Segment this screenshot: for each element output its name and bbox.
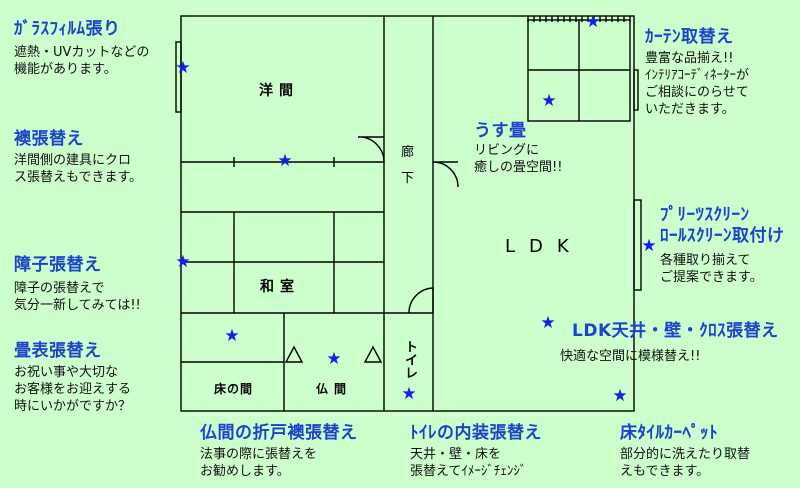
callout-title-tatami: 畳表張替え bbox=[14, 341, 102, 361]
callout-desc-floor-tile: 部分的に洗えたり取替 えもできます。 bbox=[620, 447, 751, 479]
callout-desc-ldk: 快適な空間に模様替え!! bbox=[560, 349, 701, 364]
room-label-yoma: 洋間 bbox=[259, 83, 299, 99]
star-icon: ★ bbox=[326, 349, 342, 369]
star-icon: ★ bbox=[540, 313, 556, 333]
callout-desc-glass-film: 遮熱・UVカットなどの 機能があります。 bbox=[14, 45, 150, 77]
callout-desc-usu-tatami: リビングに 癒しの畳空間!! bbox=[474, 143, 563, 175]
callout-title-floor-tile: 床ﾀｲﾙｶｰﾍﾟｯﾄ bbox=[620, 423, 718, 443]
star-icon: ★ bbox=[541, 91, 557, 111]
room-label-toilet: トイレ bbox=[402, 340, 417, 379]
star-icon: ★ bbox=[641, 236, 657, 256]
callout-desc-fusuma: 洋間側の建具にクロ ス張替えもできます。 bbox=[14, 153, 143, 185]
callout-title-toilet: ﾄｲﾚの内装張替え bbox=[410, 423, 542, 443]
star-icon: ★ bbox=[401, 384, 417, 404]
room-label-rouka: 廊 下 bbox=[401, 145, 415, 186]
callout-title-curtain: ｶｰﾃﾝ取替え bbox=[645, 27, 734, 47]
callout-title-usu-tatami: うす畳 bbox=[474, 121, 527, 141]
callout-title-ldk: LDK天井・壁・ｸﾛｽ張替え bbox=[572, 321, 779, 341]
callout-title-shoji: 障子張替え bbox=[14, 255, 102, 275]
callout-title-fusuma: 襖張替え bbox=[14, 129, 84, 149]
callout-desc-butsuma-door: 法事の際に張替えを お勧めします。 bbox=[200, 447, 318, 479]
star-icon: ★ bbox=[277, 151, 293, 171]
room-label-tokonoma: 床の間 bbox=[214, 382, 254, 396]
star-icon: ★ bbox=[224, 326, 240, 346]
callout-desc-toilet: 天井・壁・床を 張替えてｲﾒｰｼﾞﾁｪﾝｼﾞ bbox=[410, 447, 527, 479]
room-label-ldk: LDK bbox=[505, 236, 583, 257]
callout-desc-screen: 各種取り揃えて ご提案できます。 bbox=[660, 253, 763, 285]
star-icon: ★ bbox=[585, 12, 601, 32]
room-label-butsuma: 仏間 bbox=[316, 382, 353, 396]
callout-title-butsuma-door: 仏間の折戸襖張替え bbox=[200, 423, 358, 443]
room-label-washitsu: 和室 bbox=[260, 279, 300, 295]
callout-desc-curtain: 豊富な品揃え!! ｲﾝﾃﾘｱｺｰﾃﾞｨﾈｰﾀｰが ご相談にのらせて いただきます… bbox=[645, 51, 750, 117]
callout-desc-tatami: お祝い事や大切な お客様をお迎えする 時にいかがですか？ bbox=[14, 365, 132, 414]
star-icon: ★ bbox=[175, 252, 191, 272]
star-icon: ★ bbox=[175, 58, 191, 78]
callout-title-glass-film: ｶﾞﾗｽﾌｨﾙﾑ張り bbox=[14, 19, 121, 39]
star-icon: ★ bbox=[612, 386, 628, 406]
callout-title-screen: ﾌﾟﾘｰﾂｽｸﾘｰﾝ ﾛｰﾙｽｸﾘｰﾝ取付け bbox=[660, 205, 785, 246]
callout-desc-shoji: 障子の張替えで 気分一新してみては!! bbox=[14, 281, 141, 313]
